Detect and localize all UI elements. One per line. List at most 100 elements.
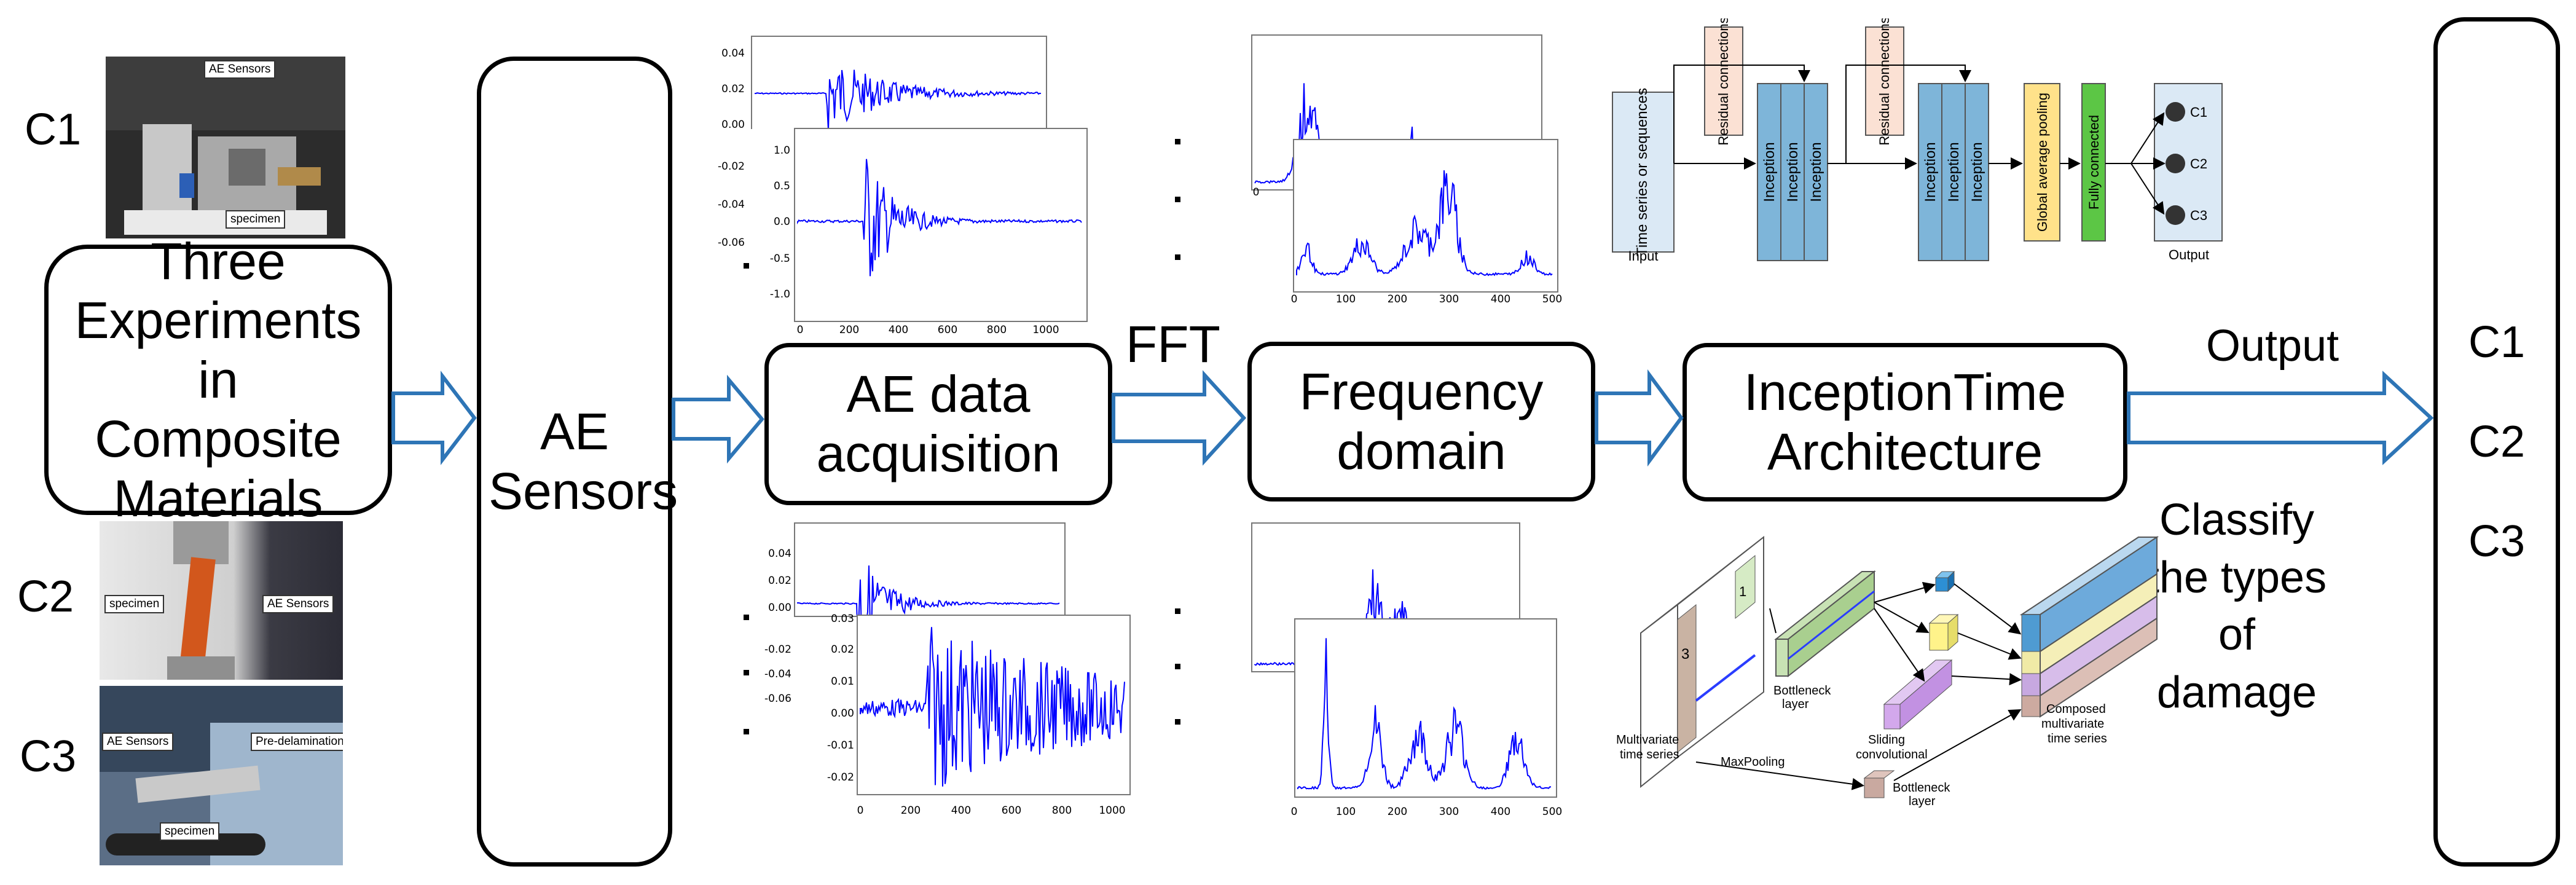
freq-plot-bottom-axes: 0 100 200 300 400 500 [1247,793,1567,824]
svg-text:0: 0 [1291,806,1298,818]
ae-sensors-box: AE Sensors [477,57,678,867]
svg-text:200: 200 [839,324,859,336]
svg-text:Inception: Inception [1922,142,1939,202]
fully-connected-block [2081,83,2106,242]
signal-trace [754,69,1042,129]
inception-label: InceptionTime Architecture [1743,363,2067,481]
svg-text:400: 400 [889,324,908,336]
svg-text:0.5: 0.5 [774,180,790,192]
svg-text:-0.01: -0.01 [827,739,854,752]
bottleneck-label: Bottleneck [1773,684,1831,698]
svg-text:C1: C1 [2190,104,2207,120]
svg-text:-0.02: -0.02 [827,771,854,784]
svg-text:layer: layer [1782,698,1809,711]
photo-c3: AE Sensors Pre-delamination specimen [100,686,343,865]
output-node-c3 [2166,205,2185,225]
svg-text:-0.5: -0.5 [770,253,790,265]
svg-text:500: 500 [1542,293,1562,305]
svg-text:0.02: 0.02 [721,83,745,95]
ellipsis-dot [744,615,749,620]
photo-c2-tag-specimen: specimen [104,595,165,613]
output-label: Output [2206,321,2339,371]
ae-sensors-label: AE Sensors [489,403,678,520]
svg-text:1000: 1000 [1099,804,1125,817]
svg-text:200: 200 [1388,293,1407,305]
label-c2: C2 [17,572,74,621]
label-c1: C1 [25,105,82,154]
svg-text:time series: time series [2048,732,2107,745]
svg-text:600: 600 [938,324,957,336]
output-caption: Output [2169,247,2209,262]
svg-text:-0.06: -0.06 [718,237,745,249]
output-classes-box: C1 C2 C3 [2433,17,2560,867]
svg-text:-0.04: -0.04 [718,199,745,211]
ellipsis-dot [744,670,749,675]
spectrum-trace [1297,638,1551,790]
svg-text:Bottleneck: Bottleneck [1893,781,1950,795]
arrow-experiments-to-sensors [391,371,477,465]
svg-text:0: 0 [797,324,804,336]
inception-block [1965,83,1989,261]
frequency-label: Frequency domain [1299,363,1544,480]
svg-text:300: 300 [1439,806,1459,818]
residual-label-2: Residual connections [1877,18,1892,146]
arrow-inception-to-output [2127,371,2434,465]
signal-plot-top-front-axes: 1.0 0.5 0.0 -0.5 -1.0 0 200 400 600 800 … [751,128,1095,337]
fft-label: FFT [1126,315,1220,373]
arrow-sensors-to-acquisition [672,374,764,464]
output-block [2154,83,2223,242]
ellipsis-dot [1175,719,1180,725]
output-node-c1 [2166,102,2185,122]
global-pooling-label: Global average pooling [2035,93,2050,232]
residual-label-1: Residual connections [1716,18,1731,146]
arrow-acquisition-to-frequency [1112,370,1247,466]
svg-text:200: 200 [1388,806,1407,818]
photo-c3-tag-specimen: specimen [160,822,220,841]
photo-c1: AE Sensors specimen [106,57,345,238]
ellipsis-dot [744,729,749,734]
acquisition-box: AE data acquisition [764,343,1112,505]
signal-trace [797,565,1060,616]
svg-text:600: 600 [1002,804,1021,817]
bottleneck2-cube [1864,777,1885,798]
fully-connected-label: Fully connected [2086,115,2102,210]
svg-text:layer: layer [1909,795,1936,808]
svg-text:Inception: Inception [1785,142,1801,202]
signal-plot-top-back-yaxis: 0.04 0.02 0.00 -0.02 -0.04 -0.06 [701,36,750,306]
experiments-box: Three Experiments in Composite Materials [44,232,392,527]
inception-box: InceptionTime Architecture [1683,343,2127,502]
output-class-c1: C1 [2468,318,2526,367]
inception-block-diagram: Time series or sequences Input Residual … [1612,18,2223,264]
photo-c3-tag-sensors: AE Sensors [102,733,174,751]
signal-trace [797,159,1082,277]
signal-plot-top-back [751,36,1047,129]
photo-c3-tag-predelam: Pre-delamination [251,733,343,751]
svg-text:0.0: 0.0 [774,216,790,228]
svg-text:0.00: 0.00 [721,119,745,131]
svg-text:convolutional: convolutional [1856,748,1928,761]
inception-block [1757,83,1781,261]
ellipsis-dot [1175,139,1180,144]
mts-label-2: time series [1620,748,1679,761]
svg-text:800: 800 [987,324,1007,336]
signal-plot-bottom-front [857,615,1131,795]
svg-text:0.04: 0.04 [768,548,791,560]
svg-text:0.01: 0.01 [831,675,854,688]
svg-text:0: 0 [1291,293,1298,305]
svg-text:0.02: 0.02 [768,575,791,587]
signal-plot-bottom-axes: 0.04 0.02 0.00 -0.02 -0.04 -0.06 0.03 0.… [744,522,1137,824]
kernel-size-1: 1 [1739,584,1746,599]
svg-text:-0.02: -0.02 [764,643,791,656]
experiments-label: Three Experiments in Composite Materials [74,232,362,527]
inception-block [1804,83,1828,261]
residual-block-2 [1865,26,1904,136]
svg-text:0.02: 0.02 [831,643,854,656]
photo-c1-tag-sensors: AE Sensors [204,60,276,79]
svg-text:0.00: 0.00 [831,707,854,720]
classify-label: Classify the types of damage [2146,495,2327,717]
residual-block-1 [1704,26,1743,136]
spectrum-trace [1296,170,1553,277]
svg-text:0: 0 [857,804,864,817]
svg-text:multivariate: multivariate [2041,717,2104,731]
ellipsis-dot [1175,664,1180,669]
